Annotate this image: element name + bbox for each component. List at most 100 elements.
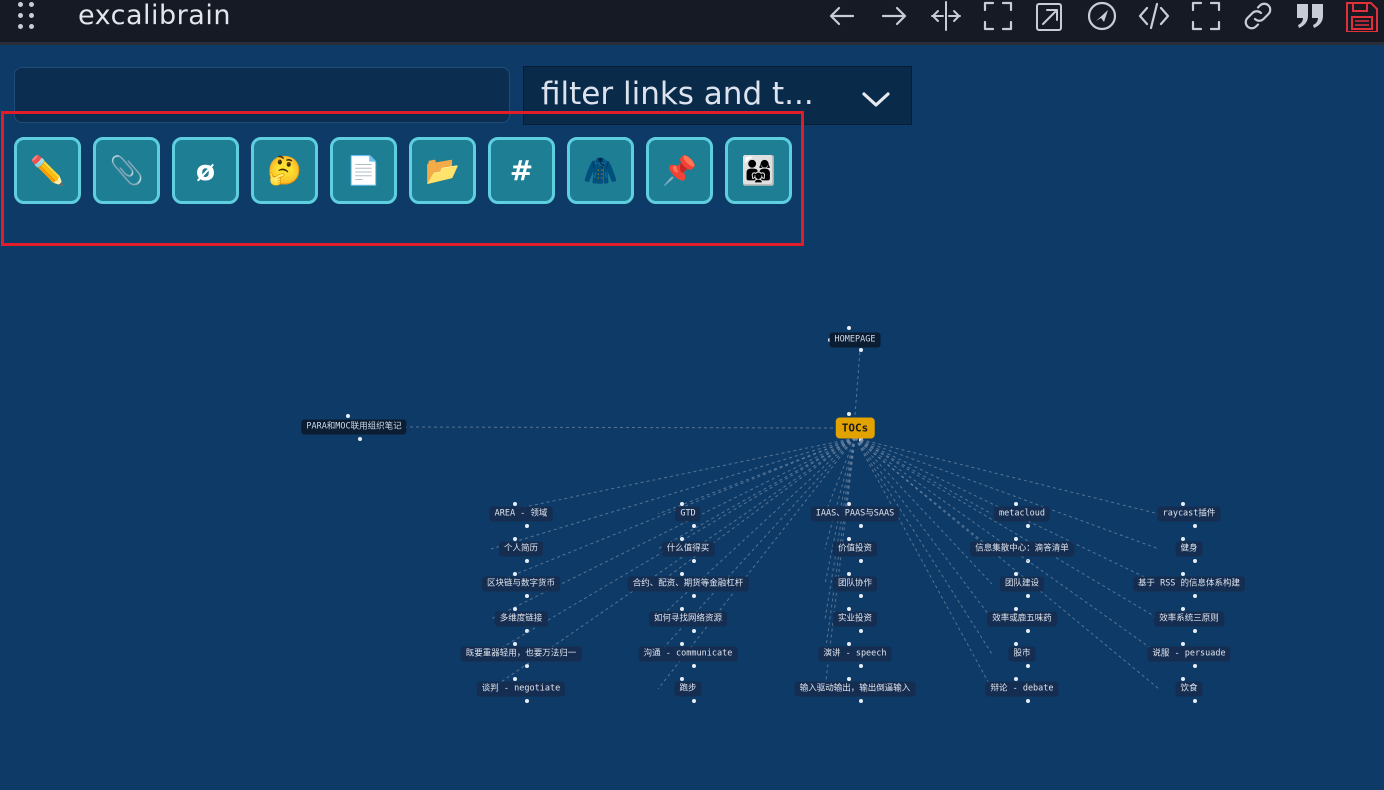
link-port xyxy=(525,559,529,563)
sibling-node[interactable]: PARA和MOC联用组织笔记 xyxy=(301,419,407,435)
child-node[interactable]: 什么值得买 xyxy=(661,541,715,557)
child-node[interactable]: 谈判 - negotiate xyxy=(476,681,566,697)
graph-link xyxy=(490,437,856,620)
child-node[interactable]: GTD xyxy=(675,506,701,522)
link-icon[interactable] xyxy=(1241,0,1275,32)
child-node[interactable]: 个人简历 xyxy=(498,541,544,557)
child-node[interactable]: 跑步 xyxy=(674,681,702,697)
child-node[interactable]: 价值投资 xyxy=(832,541,878,557)
family-icon: 👨‍👩‍👧 xyxy=(741,154,776,187)
child-node[interactable]: 团队建设 xyxy=(999,576,1045,592)
child-node[interactable]: 辩论 - debate xyxy=(985,681,1059,697)
child-node[interactable]: raycast插件 xyxy=(1157,506,1221,522)
child-node[interactable]: 效率系统三原则 xyxy=(1154,611,1224,627)
arrow-right-icon[interactable] xyxy=(877,0,911,32)
graph-link xyxy=(854,437,993,620)
link-port xyxy=(1026,629,1030,633)
child-node[interactable]: 效率或鹿五味药 xyxy=(987,611,1057,627)
split-vertical-icon[interactable] xyxy=(929,0,963,32)
child-node[interactable]: metacloud xyxy=(993,506,1051,522)
child-node[interactable]: 沟通 - communicate xyxy=(638,646,738,662)
save-icon[interactable] xyxy=(1345,0,1379,32)
link-port xyxy=(1193,699,1197,703)
child-node[interactable]: 说服 - persuade xyxy=(1147,646,1231,662)
thinking-toggle-button[interactable]: 🤔 xyxy=(251,137,318,204)
child-node[interactable]: 如何寻找网络资源 xyxy=(648,611,728,627)
parent-node[interactable]: HOMEPAGE xyxy=(829,332,881,348)
empty-set-toggle-button[interactable]: ø xyxy=(172,137,239,204)
child-node[interactable]: 输入驱动输出，输出倒逼输入 xyxy=(794,681,916,697)
graph-link xyxy=(854,437,993,550)
graph-canvas[interactable]: HOMEPAGE PARA和MOC联用组织笔记 TOCs AREA - 领域个人… xyxy=(0,250,1384,790)
empty-set-icon: ø xyxy=(195,154,216,187)
graph-link xyxy=(657,437,856,585)
link-port xyxy=(1193,629,1197,633)
link-port xyxy=(847,642,851,646)
child-node[interactable]: 多维度链接 xyxy=(494,611,548,627)
link-port xyxy=(1014,502,1018,506)
pin-toggle-button[interactable]: 📌 xyxy=(646,137,713,204)
graph-link xyxy=(490,437,856,550)
link-port xyxy=(525,699,529,703)
link-port xyxy=(847,502,851,506)
link-port xyxy=(358,437,362,441)
link-port xyxy=(1193,664,1197,668)
link-port xyxy=(1181,572,1185,576)
filter-links-dropdown[interactable]: filter links and t... xyxy=(523,66,912,125)
child-node[interactable]: 健身 xyxy=(1175,541,1203,557)
arrow-left-icon[interactable] xyxy=(825,0,859,32)
link-port xyxy=(513,502,517,506)
family-toggle-button[interactable]: 👨‍👩‍👧 xyxy=(725,137,792,204)
search-input[interactable] xyxy=(14,67,510,123)
link-port xyxy=(1193,524,1197,528)
link-port xyxy=(525,594,529,598)
child-node[interactable]: 信息集散中心：滴答清单 xyxy=(970,541,1074,557)
child-node[interactable]: 基于 RSS 的信息体系构建 xyxy=(1132,576,1246,592)
link-port xyxy=(346,414,350,418)
coat-toggle-button[interactable]: 🧥 xyxy=(567,137,634,204)
link-port xyxy=(513,677,517,681)
code-icon[interactable] xyxy=(1137,0,1171,32)
link-port xyxy=(1014,642,1018,646)
page-toggle-button[interactable]: 📄 xyxy=(330,137,397,204)
central-node[interactable]: TOCs xyxy=(835,417,875,439)
child-node[interactable]: 合约、配资、期货等金融杠杆 xyxy=(627,576,749,592)
link-port xyxy=(1181,537,1185,541)
link-port xyxy=(692,524,696,528)
expand-icon[interactable] xyxy=(1189,0,1223,32)
link-port xyxy=(847,412,851,416)
link-port xyxy=(847,607,851,611)
child-node[interactable]: 股市 xyxy=(1008,646,1036,662)
child-node[interactable]: 演讲 - speech xyxy=(818,646,892,662)
child-node[interactable]: 区块链与数字货币 xyxy=(481,576,561,592)
fullscreen-icon[interactable] xyxy=(981,0,1015,32)
tag-toggle-button[interactable]: # xyxy=(488,137,555,204)
child-node[interactable]: 实业投资 xyxy=(832,611,878,627)
pushpin-icon: 📌 xyxy=(662,154,697,187)
drag-handle-icon[interactable] xyxy=(18,2,40,32)
child-node[interactable]: AREA - 领域 xyxy=(489,506,553,522)
attachment-toggle-button[interactable]: 📎 xyxy=(93,137,160,204)
pencil-toggle-button[interactable]: ✏️ xyxy=(14,137,81,204)
link-port xyxy=(680,537,684,541)
coat-icon: 🧥 xyxy=(583,154,618,187)
child-node[interactable]: 既要重器轻用，也要万法归一 xyxy=(460,646,582,662)
graph-link xyxy=(854,437,1160,515)
child-node[interactable]: IAAS、PAAS与SAAS xyxy=(810,506,900,522)
thinking-face-icon: 🤔 xyxy=(267,154,302,187)
graph-link xyxy=(854,437,993,655)
child-node[interactable]: 团队协作 xyxy=(832,576,878,592)
child-node[interactable]: 饮食 xyxy=(1175,681,1203,697)
link-port xyxy=(1181,502,1185,506)
link-port xyxy=(692,664,696,668)
title-bar: excalibrain xyxy=(0,0,1384,45)
link-port xyxy=(1181,642,1185,646)
graph-link xyxy=(490,437,856,515)
quote-icon[interactable] xyxy=(1293,0,1327,32)
navigate-icon[interactable] xyxy=(1085,0,1119,32)
link-port xyxy=(680,607,684,611)
graph-link xyxy=(403,426,837,429)
link-port xyxy=(859,348,863,352)
open-external-icon[interactable] xyxy=(1033,0,1067,32)
folder-toggle-button[interactable]: 📂 xyxy=(409,137,476,204)
